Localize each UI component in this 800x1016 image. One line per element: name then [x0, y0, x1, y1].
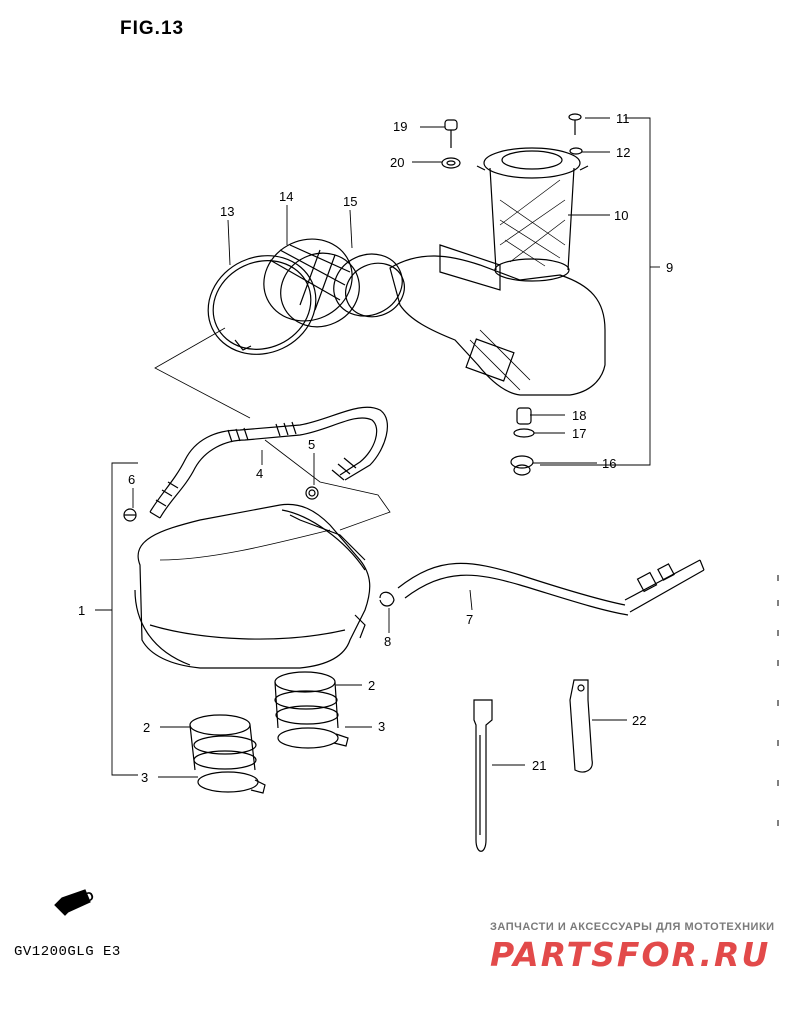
strap-21	[473, 699, 493, 852]
drain-tube	[397, 559, 705, 616]
figure-title: FIG.13	[120, 18, 185, 39]
callout-3b: 3	[141, 770, 148, 785]
model-code: GV1200GLG E3	[14, 944, 121, 960]
callout-2b: 2	[143, 720, 150, 735]
callout-1: 1	[78, 603, 85, 618]
forward-direction-icon: FWD	[54, 888, 96, 916]
washer-20	[441, 157, 461, 169]
tube-clip	[379, 591, 395, 607]
strap-22	[569, 679, 593, 773]
callout-15: 15	[343, 194, 357, 209]
callout-7: 7	[466, 612, 473, 627]
callout-10: 10	[614, 208, 628, 223]
intake-duct-grid	[263, 238, 360, 328]
callout-5: 5	[308, 437, 315, 452]
callout-3a: 3	[378, 719, 385, 734]
clip-17	[513, 428, 535, 438]
callout-19: 19	[393, 119, 407, 134]
callout-6: 6	[128, 472, 135, 487]
callout-11: 11	[616, 111, 630, 126]
bolt-19	[444, 119, 458, 148]
callout-4: 4	[256, 466, 263, 481]
forward-direction-label: FWD	[63, 888, 96, 913]
callout-21: 21	[532, 758, 546, 773]
callout-9: 9	[666, 260, 673, 275]
screw-11	[568, 113, 582, 135]
intake-clamp-band	[207, 255, 317, 355]
leader-lines	[95, 117, 660, 778]
washer-12	[569, 147, 583, 155]
intake-duct-seal	[333, 253, 405, 318]
callout-12: 12	[616, 145, 630, 160]
air-filter-element	[476, 147, 589, 282]
callout-17: 17	[572, 426, 586, 441]
callout-22: 22	[632, 713, 646, 728]
watermark-tagline: ЗАПЧАСТИ И АКСЕССУАРЫ ДЛЯ МОТОТЕХНИКИ	[490, 921, 775, 933]
breather-hose	[149, 406, 389, 519]
callout-8: 8	[384, 634, 391, 649]
callout-18: 18	[572, 408, 586, 423]
callout-13: 13	[220, 204, 234, 219]
cap-18	[516, 407, 532, 425]
callout-2a: 2	[368, 678, 375, 693]
grommet-16	[510, 455, 534, 476]
callout-20: 20	[390, 155, 404, 170]
air-cleaner-box	[134, 503, 371, 669]
outlet-tube-right	[274, 671, 349, 749]
hose-clamp-6	[123, 508, 137, 522]
callout-16: 16	[602, 456, 616, 471]
hose-clamp-5	[305, 486, 319, 500]
outlet-tube-left	[189, 714, 266, 794]
reference-lines	[154, 327, 391, 531]
callout-labels: 1 2 2 3 3 4 5 6 7 8 9 10 11 12 13 14 15 …	[78, 111, 673, 785]
watermark-logo: PARTSFOR.RU	[490, 935, 771, 974]
callout-14: 14	[279, 189, 293, 204]
air-cleaner-case	[389, 244, 606, 396]
